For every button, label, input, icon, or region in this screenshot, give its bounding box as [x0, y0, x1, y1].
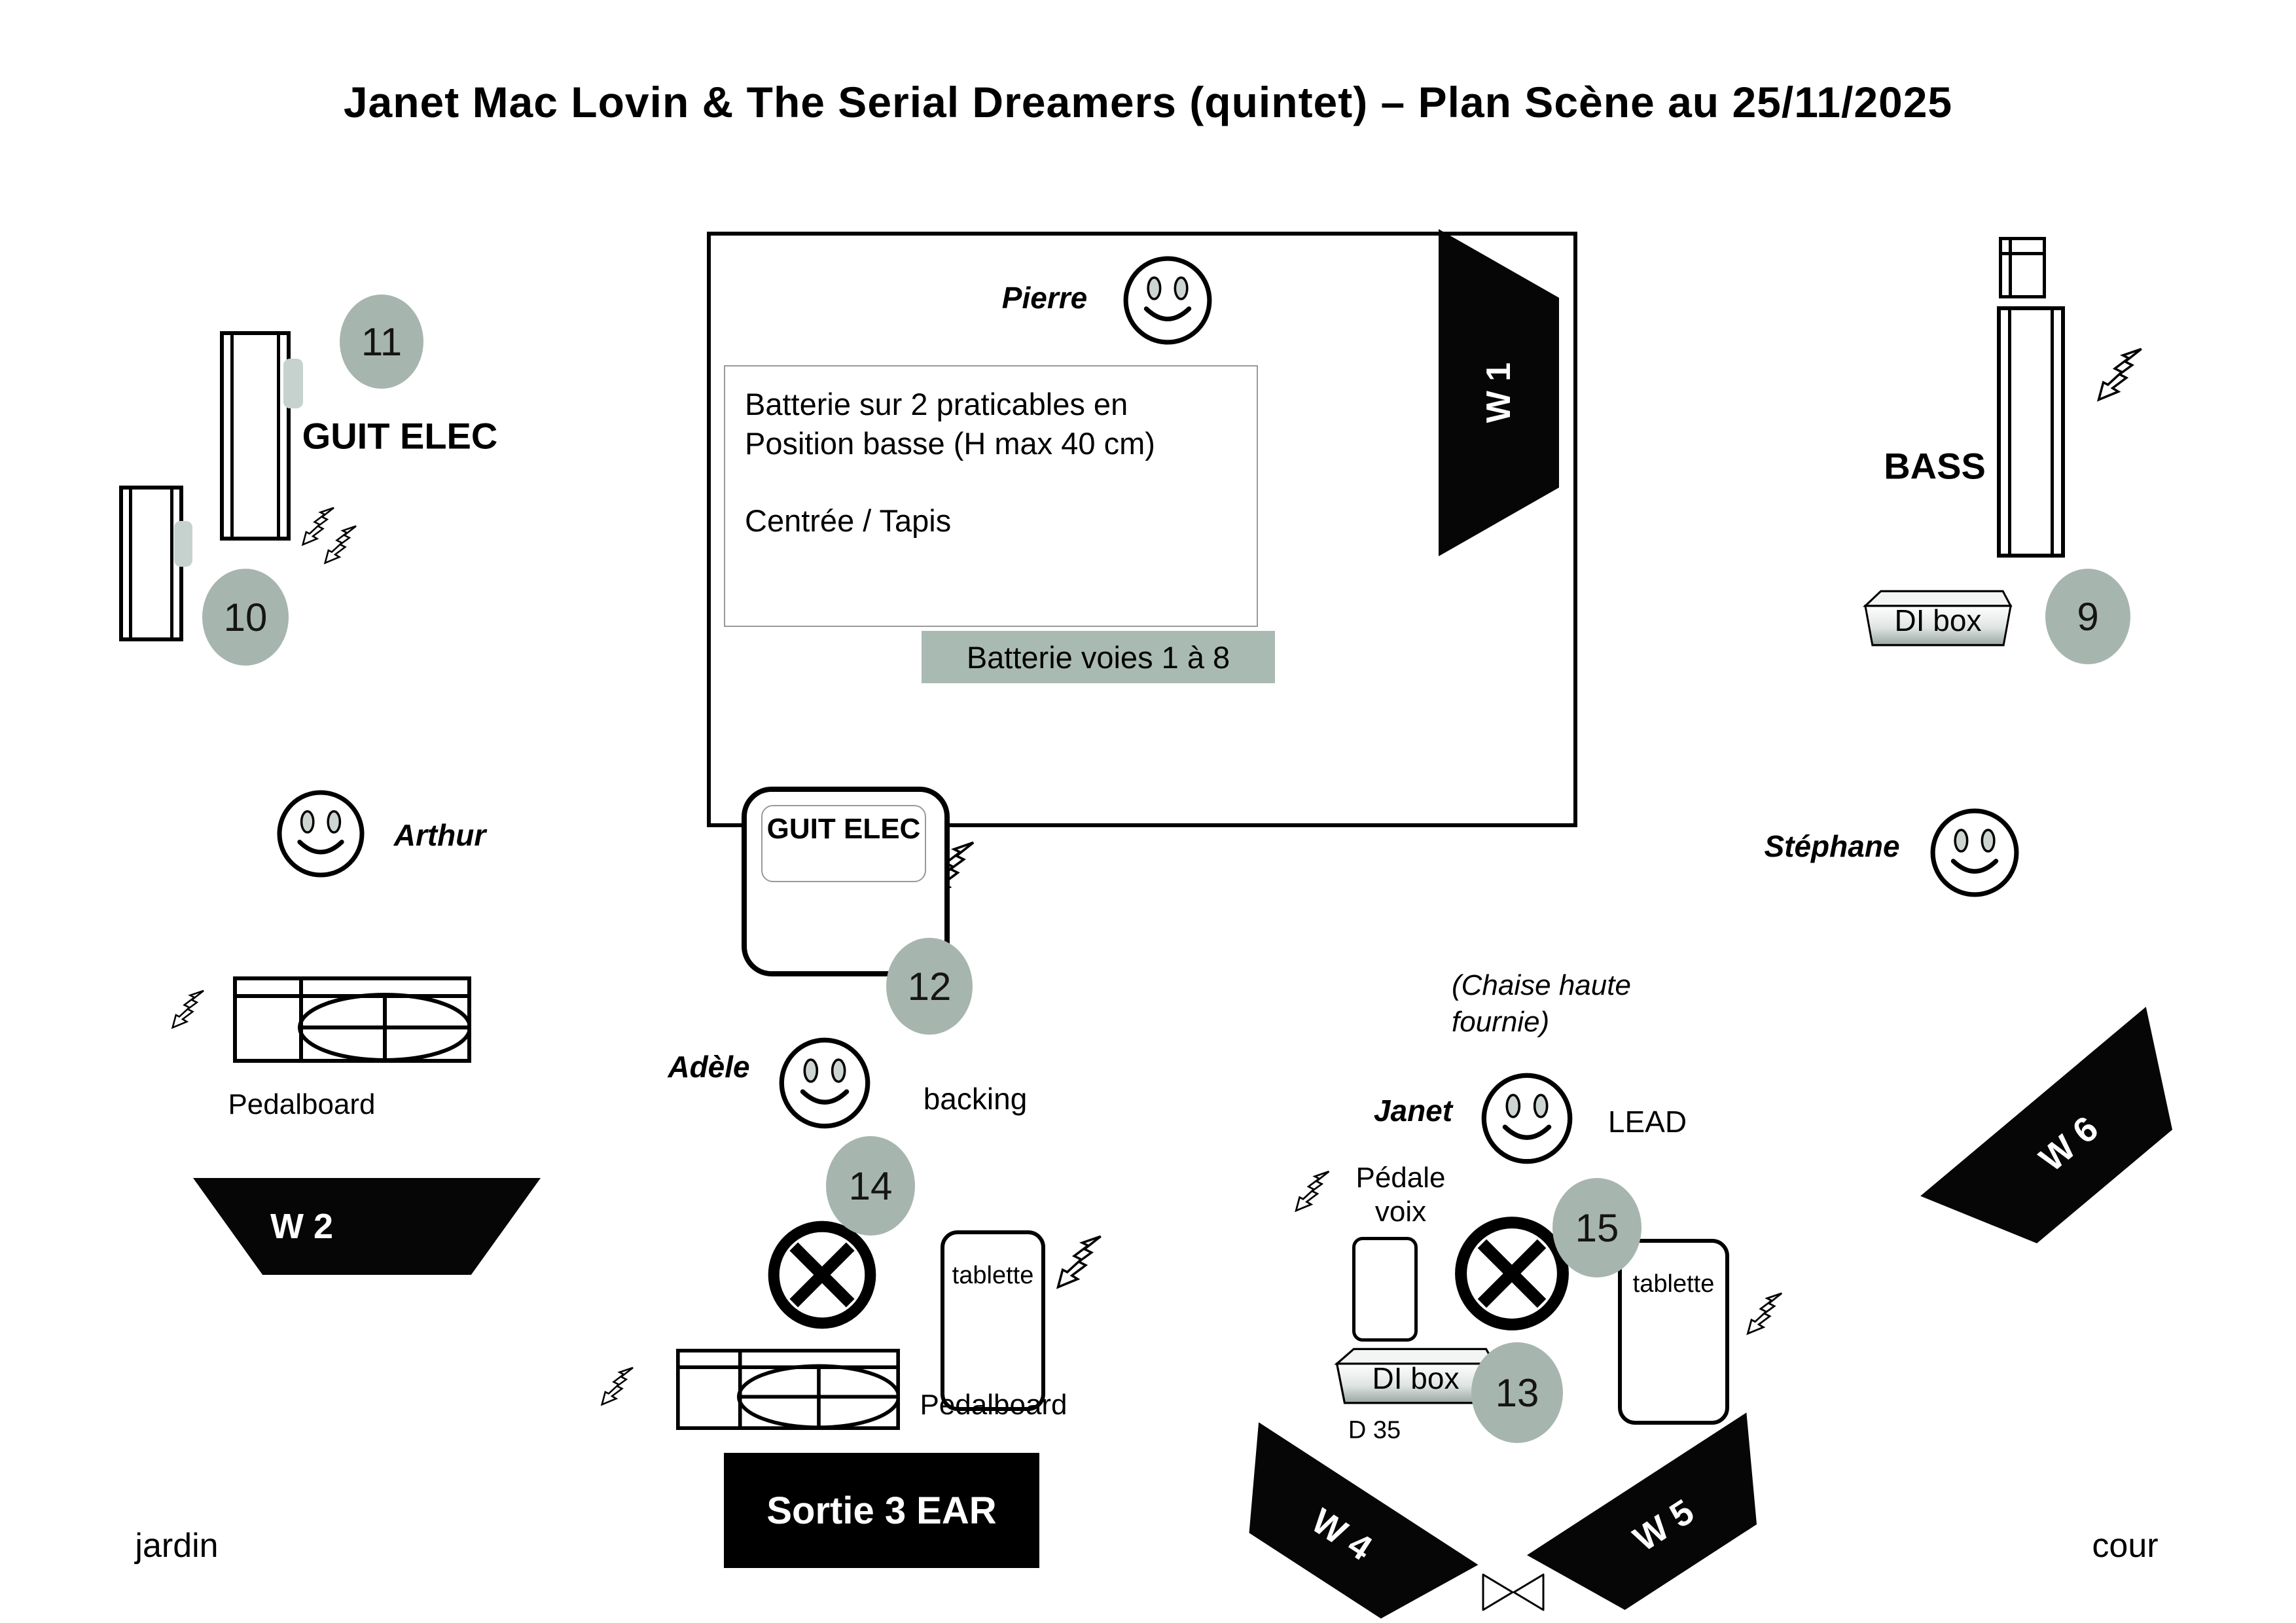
power-drop-icon	[1742, 1291, 1788, 1336]
monitor-wedge-w6: W 6	[1920, 1007, 2217, 1281]
monitor-label: W 1	[1479, 362, 1518, 423]
pedalboard-label: Pedalboard	[228, 1088, 376, 1120]
riser-note-line: Centrée / Tapis	[745, 503, 952, 538]
riser-note-line: Position basse (H max 40 cm)	[745, 426, 1155, 461]
guitar-label-left: GUIT ELEC	[302, 415, 498, 457]
vocal-pedal-label: Pédale voix	[1355, 1162, 1446, 1228]
monitor-label: W 4	[1304, 1501, 1379, 1569]
power-drop-icon	[1051, 1233, 1109, 1291]
bass-amp-head-icon	[1999, 237, 2046, 298]
di-box-icon: DI box	[1860, 588, 2016, 648]
amp-handle-tab	[283, 359, 303, 408]
musician-name-janet: Janet	[1373, 1094, 1453, 1128]
smiley-face-icon	[1928, 806, 2021, 899]
amp-handle-tab	[174, 521, 192, 567]
chair-note: (Chaise haute fournie)	[1452, 967, 1631, 1041]
stage-right-label: cour	[2092, 1527, 2159, 1565]
smiley-face-icon	[777, 1035, 872, 1131]
iem-exit-badge: Sortie 3 EAR	[724, 1453, 1039, 1568]
tablette-box: tablette	[941, 1230, 1045, 1411]
chair-note-line: fournie)	[1452, 1006, 1550, 1038]
monitor-label: W 2	[270, 1207, 334, 1246]
smiley-face-icon	[1479, 1071, 1575, 1166]
bass-label: BASS	[1884, 445, 1986, 487]
iem-exit-label: Sortie 3 EAR	[766, 1489, 997, 1532]
di-box-label: DI box	[1372, 1361, 1460, 1395]
monitor-wedge-w2: W 2	[193, 1178, 541, 1275]
chair-note-line: (Chaise haute	[1452, 969, 1631, 1001]
power-drop-icon	[168, 988, 209, 1030]
power-drop-icon	[2092, 346, 2149, 403]
musician-name-adele: Adèle	[668, 1050, 750, 1084]
power-drop-icon	[320, 524, 362, 565]
pedalboard-label: Pedalboard	[920, 1389, 1067, 1421]
power-drop-icon	[1291, 1169, 1335, 1213]
stage-left-label: jardin	[135, 1527, 219, 1565]
role-label-backing: backing	[923, 1082, 1028, 1116]
channel-badge-11: 11	[340, 294, 423, 389]
channel-badge-13: 13	[1471, 1342, 1563, 1443]
monitor-label: W 6	[2032, 1109, 2106, 1179]
vocal-pedal-box	[1352, 1237, 1418, 1342]
role-label-lead: LEAD	[1607, 1105, 1687, 1139]
monitor-wedge-w4: W 4	[1205, 1422, 1478, 1623]
channel-badge-9: 9	[2045, 569, 2130, 664]
pedalboard-icon	[676, 1347, 900, 1432]
guitar-label-center: GUIT ELEC	[761, 805, 926, 882]
guitar-amp-cab-icon	[119, 486, 183, 641]
monitor-label: W 5	[1626, 1491, 1701, 1560]
musician-name-pierre: Pierre	[1001, 281, 1088, 315]
tablette-box: tablette	[1618, 1239, 1729, 1425]
channel-badge-12: 12	[886, 938, 973, 1035]
channel-badge-10: 10	[202, 569, 289, 666]
tablette-label: tablette	[1632, 1270, 1715, 1298]
riser-note-line: Batterie sur 2 praticables en	[745, 387, 1128, 421]
pedalboard-icon	[233, 976, 471, 1063]
guitar-amp-cab-icon	[220, 331, 291, 541]
monitor-wedge-w5: W 5	[1527, 1412, 1801, 1623]
channel-badge-14: 14	[826, 1136, 915, 1236]
musician-name-arthur: Arthur	[393, 818, 486, 852]
drum-channels-badge: Batterie voies 1 à 8	[922, 631, 1275, 683]
musician-name-stephane: Stéphane	[1764, 829, 1900, 863]
drum-riser-note: Batterie sur 2 praticables en Position b…	[724, 365, 1258, 627]
bowtie-icon	[1480, 1572, 1546, 1613]
channel-badge-15: 15	[1552, 1178, 1641, 1277]
bass-amp-cab-icon	[1997, 306, 2065, 558]
di-box-icon: DI box	[1331, 1346, 1500, 1406]
tablette-label: tablette	[952, 1262, 1034, 1289]
di-box-label: DI box	[1894, 603, 1982, 637]
smiley-face-icon	[1121, 254, 1214, 347]
smiley-face-icon	[275, 788, 367, 880]
power-drop-icon	[597, 1365, 639, 1407]
di-model-label: D 35	[1348, 1416, 1401, 1444]
page-title: Janet Mac Lovin & The Serial Dreamers (q…	[343, 78, 1953, 126]
